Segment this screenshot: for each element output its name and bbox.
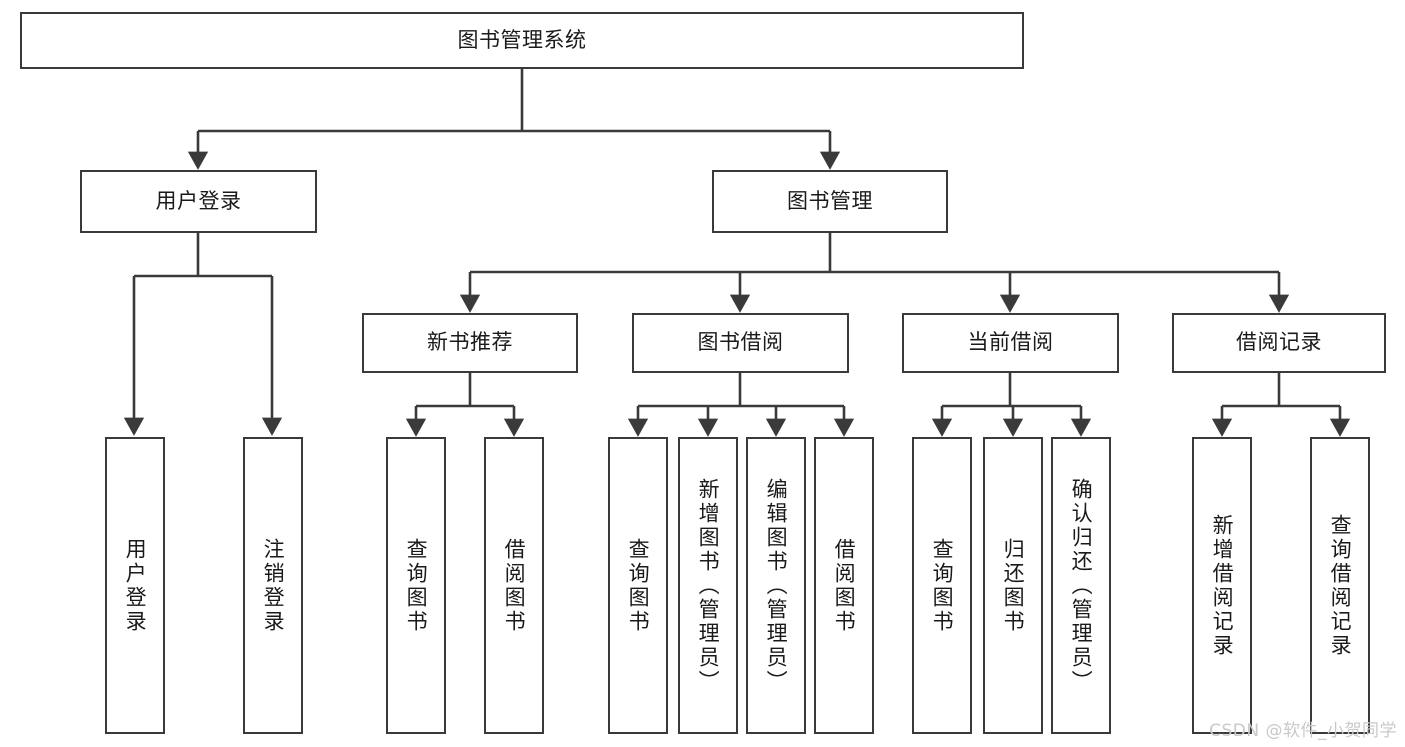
node-label: 当前借阅 [967,330,1054,355]
watermark-text: CSDN @软件_小贺同学 [1209,721,1397,741]
node-label: 图书借阅 [697,330,784,355]
leaf-user-login[interactable]: 用户登录 [105,437,165,734]
node-label: 用户登录 [123,537,148,634]
node-label: 归还图书 [1001,537,1026,634]
leaf-add-borrow-record[interactable]: 新增借阅记录 [1192,437,1252,734]
node-label: 新增图书（管理员） [696,477,721,694]
node-label: 查询图书 [930,537,955,634]
node-label: 查询图书 [404,537,429,634]
node-label: 图书管理系统 [457,27,587,52]
node-current-borrowing[interactable]: 当前借阅 [902,313,1119,373]
leaf-query-books-borrowing[interactable]: 查询图书 [608,437,668,734]
node-label: 新增借阅记录 [1210,513,1235,658]
leaf-query-books-current[interactable]: 查询图书 [912,437,972,734]
node-label: 借阅图书 [832,537,857,634]
node-label: 新书推荐 [427,330,513,355]
node-root-book-management-system[interactable]: 图书管理系统 [20,12,1024,69]
node-label: 用户登录 [155,188,242,213]
node-book-management[interactable]: 图书管理 [712,170,948,233]
node-new-book-recommendation[interactable]: 新书推荐 [362,313,578,373]
node-user-login[interactable]: 用户登录 [80,170,317,233]
leaf-borrow-books-borrowing[interactable]: 借阅图书 [814,437,874,734]
node-book-borrowing[interactable]: 图书借阅 [632,313,849,373]
node-label: 借阅图书 [502,537,527,634]
node-label: 借阅记录 [1236,330,1322,355]
leaf-query-borrow-record[interactable]: 查询借阅记录 [1310,437,1370,734]
node-label: 查询借阅记录 [1328,513,1353,658]
node-label: 查询图书 [626,537,651,634]
leaf-borrow-books-recommendation[interactable]: 借阅图书 [484,437,544,734]
node-borrowing-records[interactable]: 借阅记录 [1172,313,1386,373]
node-label: 图书管理 [787,188,873,213]
leaf-query-books-recommendation[interactable]: 查询图书 [386,437,446,734]
node-label: 编辑图书（管理员） [764,477,789,694]
leaf-add-book-admin[interactable]: 新增图书（管理员） [678,437,738,734]
node-label: 确认归还（管理员） [1069,477,1094,694]
node-label: 注销登录 [261,537,286,634]
leaf-confirm-return-admin[interactable]: 确认归还（管理员） [1051,437,1111,734]
leaf-return-books[interactable]: 归还图书 [983,437,1043,734]
leaf-logout[interactable]: 注销登录 [243,437,303,734]
leaf-edit-book-admin[interactable]: 编辑图书（管理员） [746,437,806,734]
